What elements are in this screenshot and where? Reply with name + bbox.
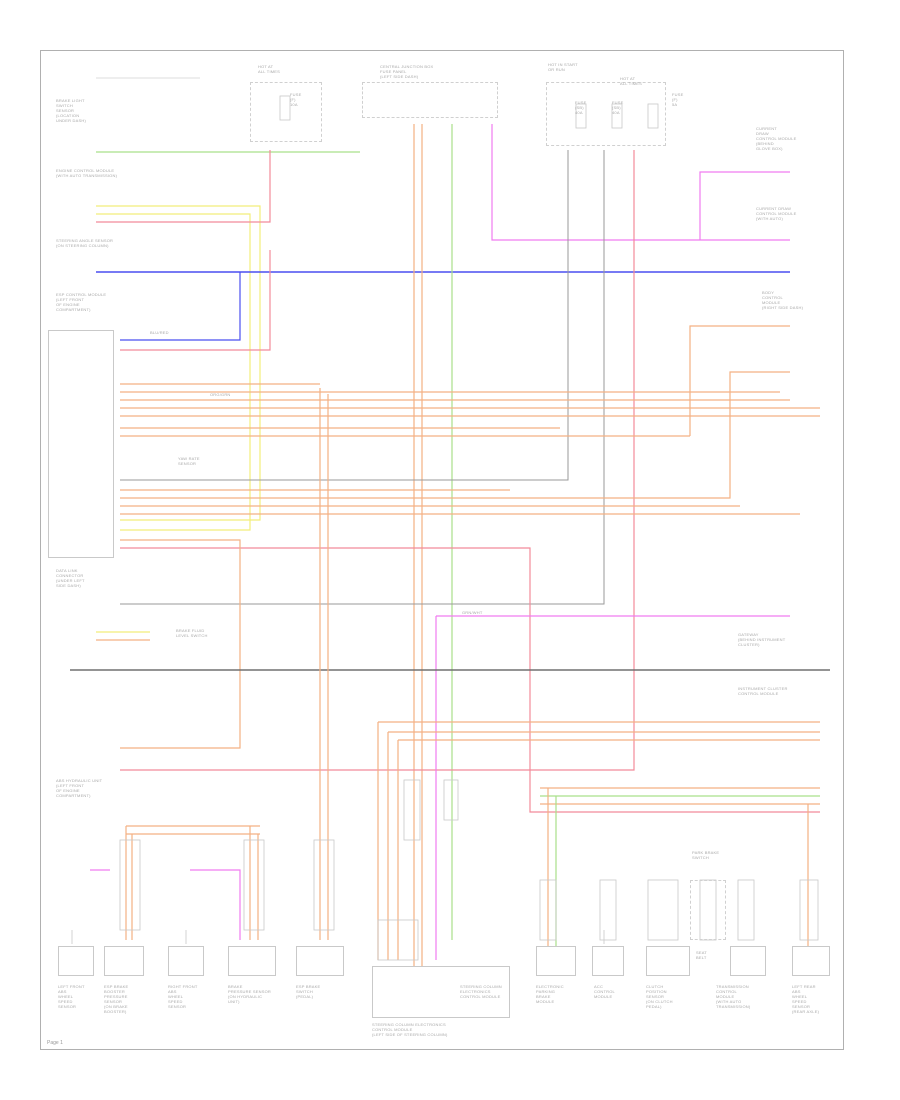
- wire-red-long: [120, 547, 820, 813]
- wire-yellow-1: [96, 205, 261, 521]
- label-hot-at-all-times-right: HOT AT ALL TIMES: [620, 76, 643, 86]
- wire-orange-loop: [120, 539, 241, 749]
- label-bottom-2: ESP BRAKE BOOSTER PRESSURE SENSOR (ON BR…: [104, 984, 129, 1014]
- wire-note-1: ORG/GRN: [210, 392, 231, 397]
- label-fuse-col-c: FUSE (F) 5A: [672, 92, 684, 107]
- label-engine-control: ENGINE CONTROL MODULE (WITH AUTO TRANSMI…: [56, 168, 118, 178]
- wire-pink-top-2: [699, 171, 790, 240]
- wire-red-short: [120, 250, 271, 351]
- wire-orange-up-2: [720, 371, 790, 499]
- fuse-symbol-0: [279, 95, 291, 121]
- label-bottom-11: LEFT REAR ABS WHEEL SPEED SENSOR (REAR A…: [792, 984, 820, 1014]
- bottom-module-5: [296, 946, 344, 976]
- label-hot-at-all-times-left: HOT AT ALL TIMES: [258, 64, 281, 74]
- connector-block-1: [599, 879, 617, 941]
- bottom-module-7: [536, 946, 576, 976]
- label-brake-fluid: BRAKE FLUID LEVEL SWITCH: [176, 628, 208, 638]
- label-steering-col: STEERING COLUMN ELECTRONICS CONTROL MODU…: [460, 984, 502, 999]
- bottom-module-1: [58, 946, 94, 976]
- connector-block-11: [443, 779, 459, 821]
- wire-yellow-2: [96, 213, 251, 531]
- bottom-module-12: [792, 946, 830, 976]
- bottom-module-3: [168, 946, 204, 976]
- label-bottom-10: TRANSMISSION CONTROL MODULE (WITH AUTO T…: [716, 984, 751, 1009]
- label-hot-in-run: HOT IN START OR RUN: [548, 62, 578, 72]
- label-right-top-2: CURRENT DRAW CONTROL MODULE (WITH AUTO): [756, 206, 797, 221]
- label-bottom-3: RIGHT FRONT ABS WHEEL SPEED SENSOR: [168, 984, 198, 1009]
- fuse-symbol-1: [575, 103, 587, 129]
- label-central-junction: CENTRAL JUNCTION BOX FUSE PANEL (LEFT SI…: [380, 64, 434, 79]
- label-right-low-2: INSTRUMENT CLUSTER CONTROL MODULE: [738, 686, 788, 696]
- wire-pink-small-2: [190, 869, 241, 940]
- fuse-symbol-2: [611, 103, 623, 129]
- label-bottom-1: LEFT FRONT ABS WHEEL SPEED SENSOR: [58, 984, 85, 1009]
- bottom-module-10-dashed: [690, 880, 726, 940]
- label-park-brake: PARK BRAKE SWITCH: [692, 850, 720, 860]
- label-esp-control-module: ESP CONTROL MODULE (LEFT FRONT OF ENGINE…: [56, 292, 107, 312]
- fuse-panel-box-left: [250, 82, 322, 142]
- bottom-module-9: [646, 946, 690, 976]
- connector-block-9: [377, 919, 419, 961]
- label-fuse-col-a: FUSE (SB) 40A: [575, 100, 587, 115]
- bottom-module-2: [104, 946, 144, 976]
- bottom-module-8: [592, 946, 624, 976]
- wire-pink-top: [491, 124, 790, 241]
- wire-blue-drop: [120, 272, 241, 341]
- label-fuse-col-b: FUSE (SB) 40A: [612, 100, 624, 115]
- label-abs-hydraulic: ABS HYDRAULIC UNIT (LEFT FRONT OF ENGINE…: [56, 778, 103, 798]
- label-mini-1: SEAT BELT: [696, 950, 707, 960]
- fuse-symbol-3: [647, 103, 659, 129]
- label-bottom-6: STEERING COLUMN ELECTRONICS CONTROL MODU…: [372, 1022, 448, 1037]
- diagram-frame: [40, 50, 844, 1050]
- esp-control-module-box: [48, 330, 114, 558]
- label-brake-light-switch: BRAKE LIGHT SWITCH SENSOR (LOCATION UNDE…: [56, 98, 86, 123]
- label-yaw-rate: YAW RATE SENSOR: [178, 456, 200, 466]
- connector-block-6: [119, 839, 141, 931]
- wire-gray-right-2: [120, 150, 605, 605]
- connector-block-8: [313, 839, 335, 931]
- wire-note-2: GRN/WHT: [462, 610, 483, 615]
- steering-column-module-box: [372, 966, 510, 1018]
- connector-block-7: [243, 839, 265, 931]
- wire-red-vert: [96, 150, 271, 223]
- label-bottom-7: ELECTRONIC PARKING BRAKE MODULE: [536, 984, 564, 1004]
- connector-block-4: [737, 879, 755, 941]
- label-bottom-8: ACC CONTROL MODULE: [594, 984, 615, 999]
- label-right-low-1: GATEWAY (BEHIND INSTRUMENT CLUSTER): [738, 632, 786, 647]
- label-right-top-1: CURRENT DRAW CONTROL MODULE (BEHIND GLOV…: [756, 126, 797, 151]
- label-right-mid-1: BODY CONTROL MODULE (RIGHT SIDE DASH): [762, 290, 804, 310]
- connector-block-0: [539, 879, 557, 941]
- label-data-link-connector: DATA LINK CONNECTOR (UNDER LEFT SIDE DAS…: [56, 568, 85, 588]
- connector-block-5: [799, 879, 819, 941]
- wire-orange-up-1: [689, 325, 790, 436]
- bottom-module-11: [730, 946, 766, 976]
- central-junction-box: [362, 82, 498, 118]
- label-bottom-9: CLUTCH POSITION SENSOR (ON CLUTCH PEDAL): [646, 984, 673, 1009]
- label-steering-angle: STEERING ANGLE SENSOR (ON STEERING COLUM…: [56, 238, 114, 248]
- label-fuse-left: FUSE (F) 10A: [290, 92, 302, 107]
- label-bottom-5: ESP BRAKE SWITCH (PEDAL): [296, 984, 321, 999]
- bottom-module-4: [228, 946, 276, 976]
- wire-gray-right-1: [120, 150, 569, 481]
- label-bottom-4: BRAKE PRESSURE SENSOR (ON HYDRAULIC UNIT…: [228, 984, 272, 1004]
- wire-red-right: [120, 150, 635, 771]
- connector-block-2: [647, 879, 679, 941]
- fuse-panel-box-right: [546, 82, 666, 146]
- connector-block-10: [403, 779, 421, 841]
- wire-note-3: BLU/RED: [150, 330, 169, 335]
- page-id: Page 1: [47, 1040, 63, 1046]
